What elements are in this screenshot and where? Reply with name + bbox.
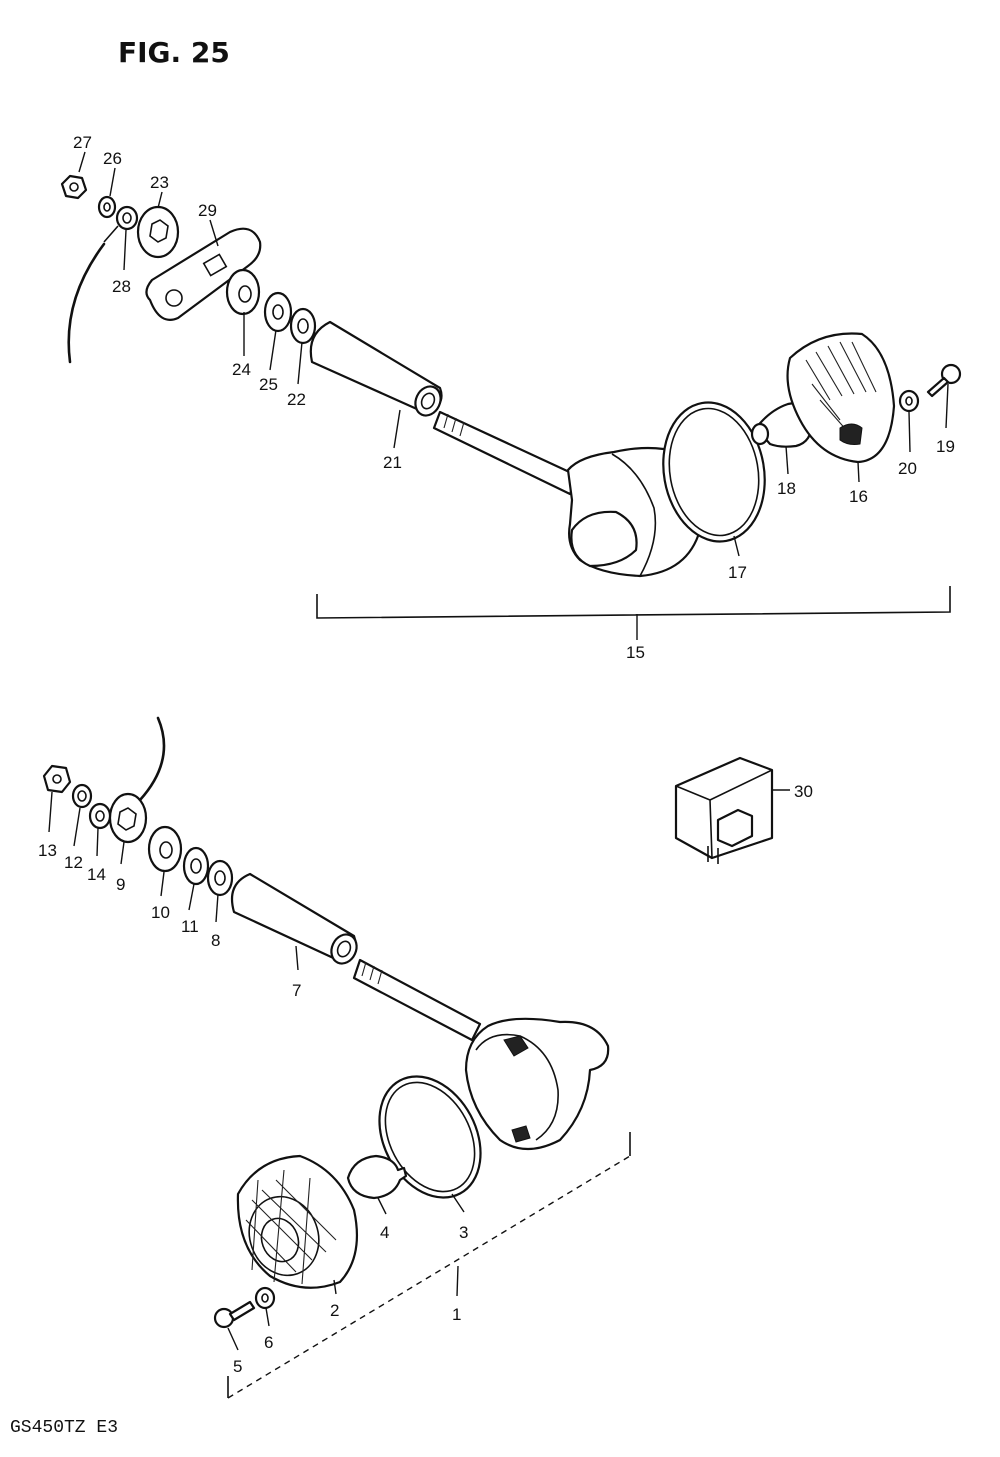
label-10: 10 — [151, 903, 170, 922]
label-21: 21 — [383, 453, 402, 472]
part-7-stem — [230, 872, 358, 965]
bracket-1 — [227, 1155, 631, 1399]
label-28: 28 — [112, 277, 131, 296]
label-23: 23 — [150, 173, 169, 192]
label-17: 17 — [728, 563, 747, 582]
part-4-bulb — [346, 1154, 408, 1200]
label-26: 26 — [103, 149, 122, 168]
label-11: 11 — [181, 917, 199, 936]
part-17-gasket — [662, 401, 766, 543]
part-9-seat — [108, 792, 148, 844]
label-8: 8 — [211, 931, 220, 950]
leader-lines — [48, 151, 949, 1351]
label-13: 13 — [38, 841, 57, 860]
label-15: 15 — [626, 643, 645, 662]
bracket-15 — [316, 586, 951, 619]
part-13-nut — [42, 764, 72, 794]
lower-bolt-stud — [352, 958, 482, 1042]
part-29-bracket — [145, 227, 262, 321]
upper-bolt-stud — [432, 410, 580, 496]
part-21-stem — [309, 320, 443, 417]
lower-turn-signal-assembly — [42, 716, 631, 1399]
lower-lamp-housing — [464, 1017, 610, 1150]
part-8-washer — [206, 859, 234, 897]
part-16-lens — [786, 332, 896, 464]
label-20: 20 — [898, 459, 917, 478]
part-24-cushion — [225, 268, 261, 316]
part-26-washer — [97, 195, 117, 219]
label-9: 9 — [116, 875, 125, 894]
label-12: 12 — [64, 853, 83, 872]
part-25-washer — [263, 291, 293, 333]
model-code: GS450TZ E3 — [10, 1418, 118, 1438]
label-29: 29 — [198, 201, 217, 220]
part-2-lens — [236, 1154, 358, 1289]
part-10-cushion — [147, 825, 183, 873]
part-20-washer — [898, 389, 920, 413]
label-14: 14 — [87, 865, 106, 884]
part-27-nut — [60, 174, 88, 200]
label-4: 4 — [380, 1223, 389, 1242]
part-12-washer — [71, 783, 93, 809]
part-14-terminal — [88, 802, 112, 830]
part-6-washer — [254, 1286, 276, 1310]
label-18: 18 — [777, 479, 796, 498]
part-22-washer — [289, 307, 317, 345]
label-30: 30 — [794, 782, 813, 801]
figure-title: FIG. 25 — [118, 36, 230, 69]
label-22: 22 — [287, 390, 306, 409]
upper-wire — [67, 242, 106, 364]
label-1: 1 — [452, 1305, 461, 1324]
part-labels: 27 26 23 29 28 24 25 22 21 17 18 16 20 1… — [38, 133, 955, 1376]
label-25: 25 — [259, 375, 278, 394]
part-23-seat — [136, 205, 180, 259]
label-24: 24 — [232, 360, 251, 379]
part-5-screw — [213, 1300, 256, 1329]
upper-turn-signal-assembly — [60, 174, 962, 619]
part-30-flasher-relay — [674, 756, 774, 864]
label-7: 7 — [292, 981, 301, 1000]
label-27: 27 — [73, 133, 92, 152]
label-6: 6 — [264, 1333, 273, 1352]
label-2: 2 — [330, 1301, 339, 1320]
part-28-terminal — [103, 205, 139, 243]
lower-wire — [138, 716, 166, 802]
part-11-washer — [182, 846, 210, 886]
label-19: 19 — [936, 437, 955, 456]
label-16: 16 — [849, 487, 868, 506]
part-19-screw — [926, 363, 962, 398]
label-5: 5 — [233, 1357, 242, 1376]
label-3: 3 — [459, 1223, 468, 1242]
